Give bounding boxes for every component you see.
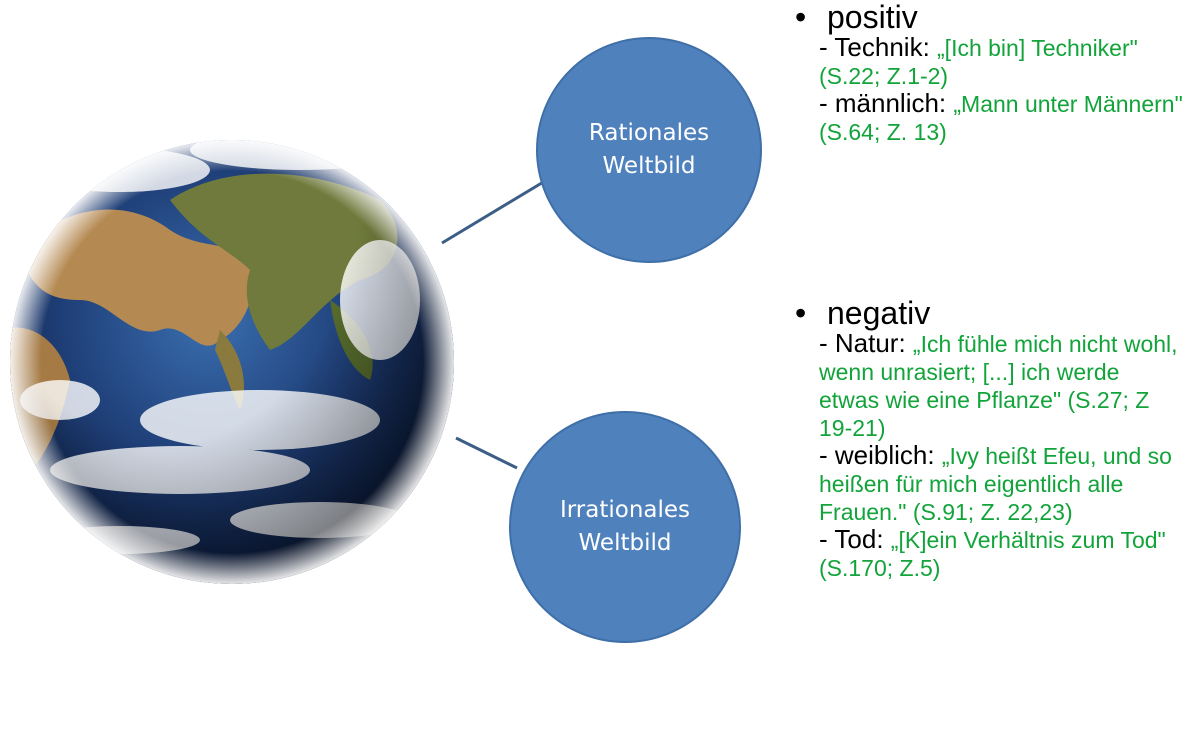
rational-circle-line1: Rationales bbox=[588, 119, 710, 146]
irrational-worldview-circle: Irrationales Weltbild bbox=[509, 411, 741, 643]
irrational-circle-line1: Irrationales bbox=[559, 496, 691, 523]
negative-item-tod: - Tod: „[K]ein Verhältnis zum Tod" (S.17… bbox=[819, 524, 1166, 582]
negative-item-natur: - Natur: „Ich fühle mich nicht wohl, wen… bbox=[819, 328, 1178, 442]
rational-circle-line2: Weltbild bbox=[602, 153, 696, 179]
negative-section: •negativ - Natur: „Ich fühle mich nicht … bbox=[795, 296, 1185, 582]
irrational-circle-line2: Weltbild bbox=[578, 530, 672, 556]
negative-heading: •negativ bbox=[795, 295, 931, 331]
rational-worldview-circle: Rationales Weltbild bbox=[536, 37, 762, 263]
bullet-icon: • bbox=[795, 0, 807, 35]
connector-line-irrational bbox=[455, 436, 518, 470]
positive-item-technik: - Technik: „[Ich bin] Techniker" (S.22; … bbox=[819, 32, 1138, 90]
positive-heading: •positiv bbox=[795, 0, 918, 35]
positive-item-maennlich: - männlich: „Mann unter Männern" (S.64; … bbox=[819, 88, 1183, 146]
connector-line-rational bbox=[441, 176, 551, 245]
positive-section: •positiv - Technik: „[Ich bin] Techniker… bbox=[795, 0, 1185, 146]
negative-item-weiblich: - weiblich: „Ivy heißt Efeu, und so heiß… bbox=[819, 440, 1172, 526]
earth-globe-image bbox=[10, 140, 454, 584]
bullet-icon: • bbox=[795, 295, 807, 331]
